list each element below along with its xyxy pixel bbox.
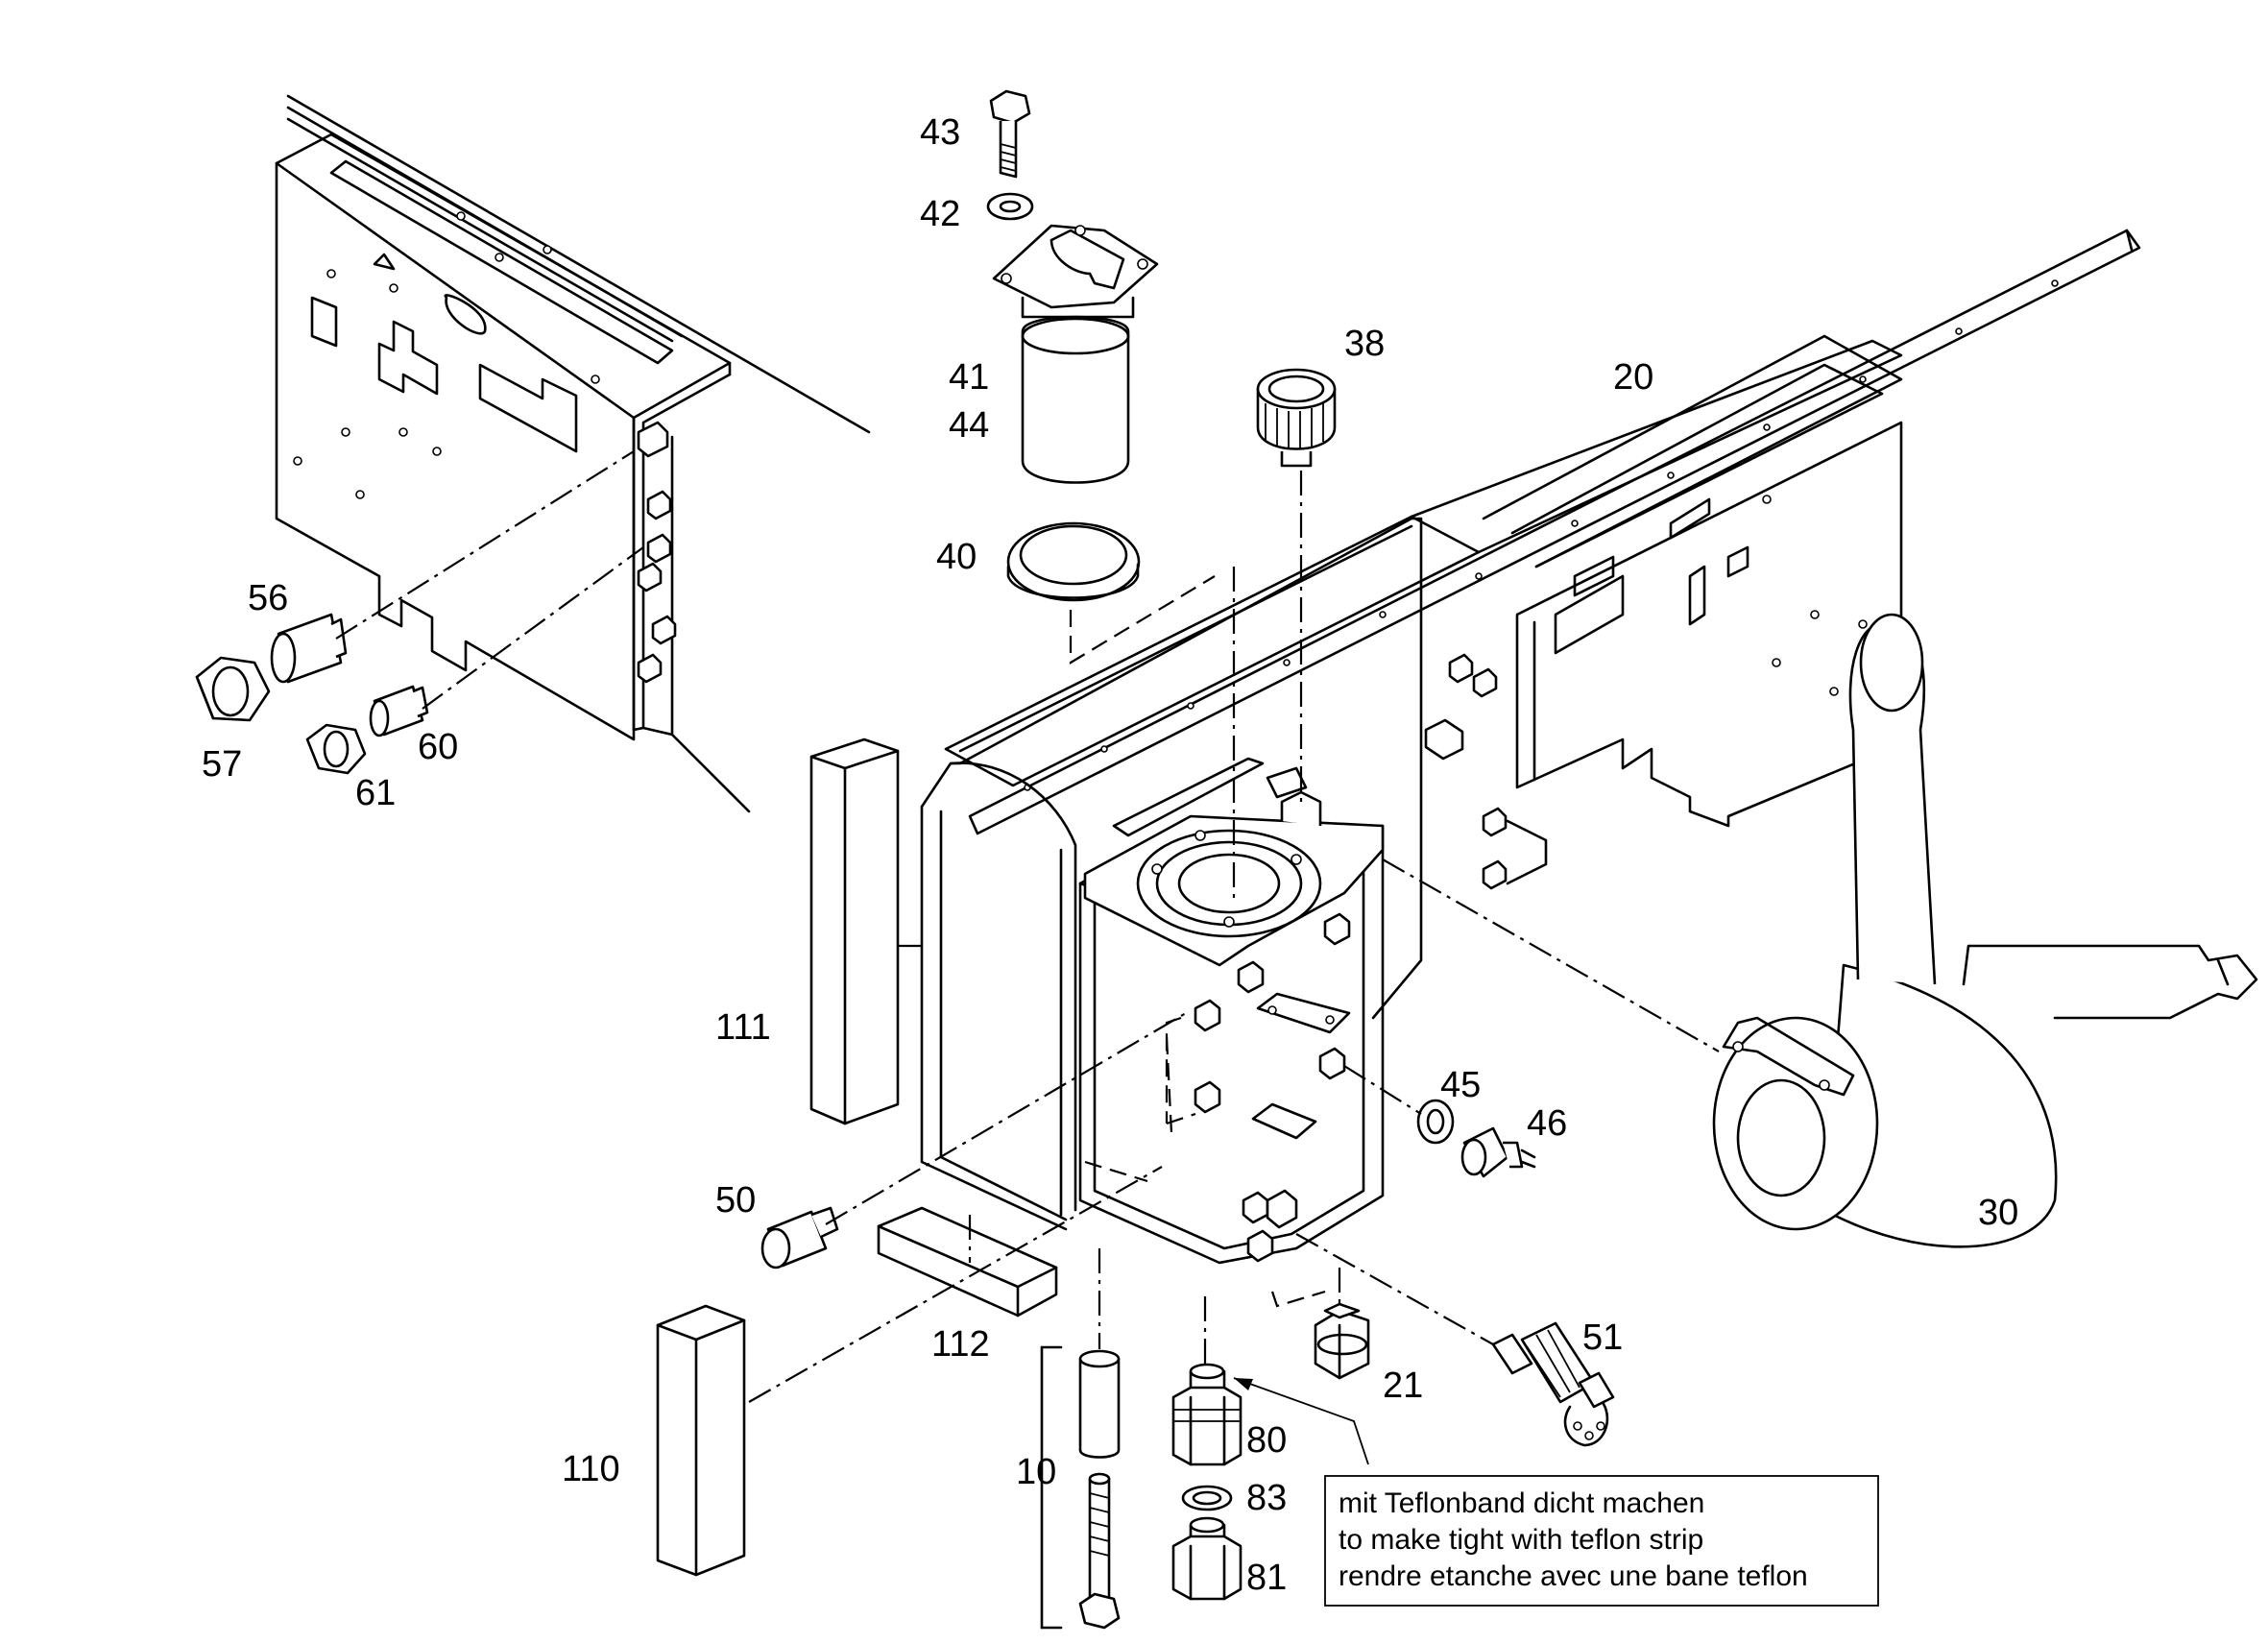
assembly-lines [335,450,1720,1403]
label-10: 10 [1016,1452,1056,1492]
part-51-sensor [1491,1321,1615,1447]
label-38: 38 [1344,324,1385,364]
label-60: 60 [418,727,458,767]
label-43: 43 [920,112,960,153]
label-81: 81 [1246,1558,1287,1598]
panel-bolts [637,421,677,684]
part-61-nut [305,723,367,775]
label-45: 45 [1440,1065,1481,1105]
part-110-block [656,1304,746,1577]
note-line-french: rendre etanche avec une bane teflon [1339,1560,1808,1592]
part-60-fitting [369,685,429,737]
tank-body [920,517,1423,1265]
label-80: 80 [1246,1420,1287,1461]
note-box: mit Teflonband dicht machen to make tigh… [1233,1377,1879,1607]
part-46-sensor [1460,1126,1536,1178]
part-45-washer [1416,1099,1455,1145]
part-80-fitting [1171,1363,1243,1466]
part-56-fitting [270,613,348,684]
part-57-nut [195,656,271,722]
right-frame-panel [944,229,2141,890]
part-43-bolt [989,89,1031,179]
part-10-spacer-bolt [1040,1345,1121,1630]
part-40-gasket [1006,521,1141,602]
left-frame-panel [275,94,871,813]
part-41-filter [992,224,1159,484]
part-112-block [877,1206,1058,1318]
part-30-muffler [1712,613,2258,1248]
part-labels: 43 42 41 44 40 38 20 56 57 60 61 111 45 … [202,112,2018,1598]
part-50-plug [760,1206,839,1269]
part-38-cap [1256,368,1337,468]
note-line-english: to make tight with teflon strip [1339,1524,1703,1556]
label-83: 83 [1246,1478,1287,1518]
label-57: 57 [202,744,242,785]
label-50: 50 [715,1180,756,1221]
label-46: 46 [1527,1103,1567,1144]
label-110: 110 [562,1449,620,1489]
part-83-oring [1181,1485,1233,1511]
label-30: 30 [1978,1193,2018,1233]
label-41: 41 [949,357,989,398]
label-44: 44 [949,405,989,446]
part-21-plug [1314,1302,1370,1380]
part-42-washer [986,192,1034,221]
label-40: 40 [936,537,977,577]
label-21: 21 [1383,1366,1423,1406]
label-112: 112 [931,1324,990,1365]
part-81-fitting [1171,1516,1243,1601]
label-42: 42 [920,194,960,234]
label-20: 20 [1613,357,1653,398]
label-111: 111 [715,1007,771,1048]
label-56: 56 [248,578,288,618]
label-61: 61 [355,773,396,813]
part-111-block [809,737,900,1125]
label-51: 51 [1582,1318,1623,1358]
note-line-german: mit Teflonband dicht machen [1339,1487,1704,1519]
